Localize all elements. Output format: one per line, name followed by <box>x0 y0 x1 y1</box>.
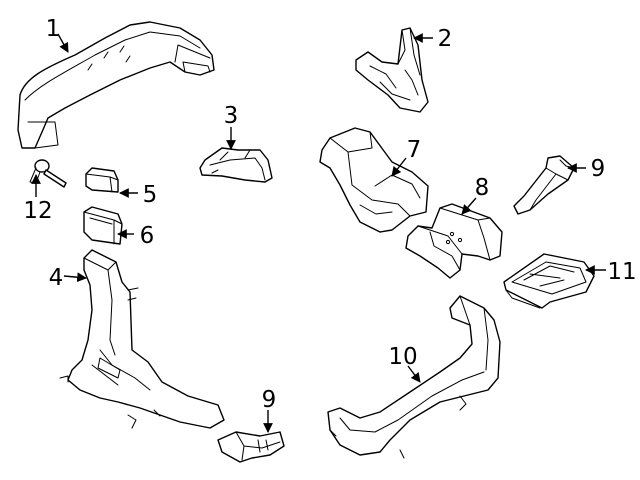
callout-4: 4 <box>49 265 64 291</box>
leader-7 <box>391 157 407 177</box>
callout-9-lower: 9 <box>262 387 277 413</box>
callout-3: 3 <box>224 103 239 129</box>
leader-1 <box>57 33 69 53</box>
part-8-duct <box>405 203 503 279</box>
callout-12: 12 <box>23 198 52 224</box>
leader-lines <box>31 33 606 433</box>
part-5-clip <box>85 167 119 193</box>
callout-10: 10 <box>388 344 417 370</box>
callout-7: 7 <box>407 137 422 163</box>
callout-6: 6 <box>140 223 155 249</box>
part-1-duct <box>17 21 215 149</box>
callout-5: 5 <box>143 182 158 208</box>
leader-10 <box>407 365 421 383</box>
part-9-duct-upper <box>513 155 575 215</box>
part-2-bracket <box>355 27 429 113</box>
callout-labels: 1 2 3 5 6 4 7 8 9 11 10 9 12 <box>23 16 636 413</box>
part-6-clip <box>83 206 123 245</box>
callout-2: 2 <box>438 26 453 52</box>
part-4-duct <box>59 249 225 429</box>
part-10-duct <box>327 295 501 459</box>
callout-9-upper: 9 <box>591 156 606 182</box>
part-7-duct <box>319 127 429 233</box>
callout-1: 1 <box>46 16 61 42</box>
leader-8 <box>461 197 477 215</box>
callout-8: 8 <box>475 175 490 201</box>
callout-11: 11 <box>607 259 636 285</box>
part-3-duct <box>199 147 273 183</box>
part-9-bracket-lower <box>217 431 285 463</box>
leader-4 <box>63 272 87 283</box>
part-11-panel <box>503 253 595 309</box>
